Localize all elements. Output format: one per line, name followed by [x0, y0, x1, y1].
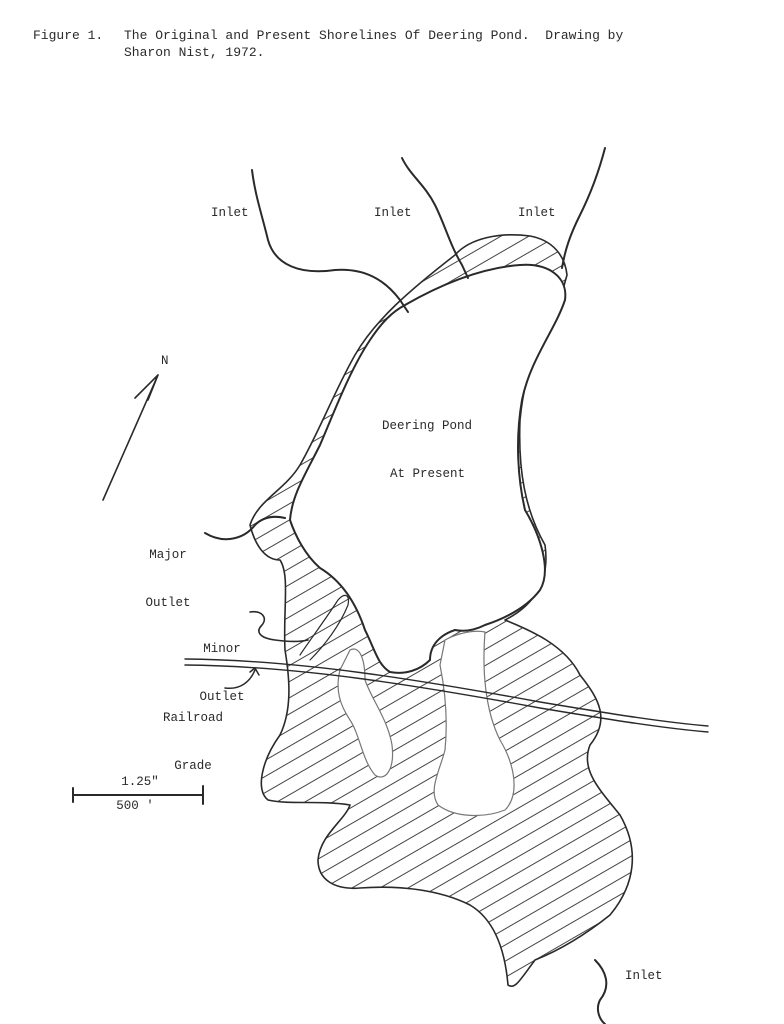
major-outlet-label: Major Outlet	[136, 515, 200, 627]
minor-outlet-line-2: Outlet	[199, 690, 245, 704]
railroad-line-1: Railroad	[162, 711, 223, 725]
minor-outlet-leader	[249, 610, 309, 643]
island-west	[337, 648, 394, 778]
railroad-grade	[184, 658, 709, 727]
scale-top-label: 1.25"	[121, 775, 159, 789]
minor-outlet-label: Minor Outlet	[192, 609, 252, 721]
inlet-label-s: Inlet	[625, 969, 663, 983]
pond-label-line-1: Deering Pond	[382, 419, 473, 433]
inlet-n-stream	[401, 157, 469, 279]
north-label: N	[161, 354, 169, 368]
scale-bottom-label: 500 '	[116, 799, 154, 813]
inlet-ne-stream	[561, 147, 606, 269]
caption-line-1: The Original and Present Shorelines Of D…	[124, 28, 624, 43]
minor-outlet-stream	[299, 594, 350, 661]
island-central	[433, 630, 515, 817]
inlet-label-ne: Inlet	[518, 206, 556, 220]
inlet-nw-stream	[251, 169, 409, 313]
present-pond	[289, 263, 567, 674]
pond-label-line-2: At Present	[390, 467, 466, 481]
railroad-line-2: Grade	[174, 759, 212, 773]
major-outlet-line-1: Major	[149, 548, 187, 562]
caption-line-2: Sharon Nist, 1972.	[124, 45, 265, 60]
pond-label: Deering Pond At Present	[382, 386, 482, 498]
inlet-label-n: Inlet	[374, 206, 412, 220]
scale-bar	[72, 785, 204, 805]
railroad-grade	[184, 664, 709, 733]
minor-outlet-line-1: Minor	[203, 642, 241, 656]
north-arrow	[102, 374, 159, 501]
major-outlet-line-2: Outlet	[145, 596, 191, 610]
inlet-s-stream	[594, 959, 608, 1024]
railroad-leader	[224, 667, 260, 690]
figure-label: Figure 1.	[33, 28, 104, 43]
railroad-label: Railroad Grade	[158, 678, 228, 790]
major-outlet-stream	[204, 515, 286, 541]
inlet-label-nw: Inlet	[211, 206, 249, 220]
